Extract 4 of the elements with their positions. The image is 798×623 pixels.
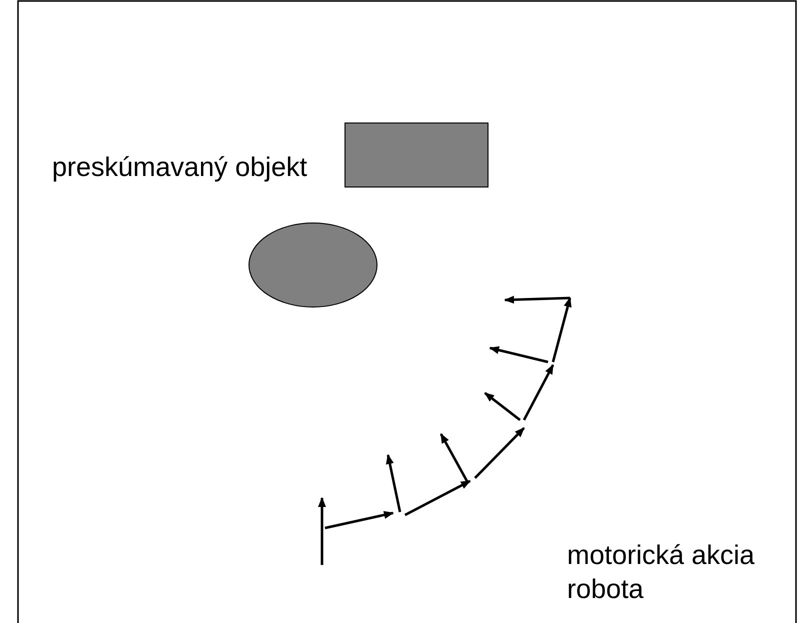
object-ellipse	[248, 222, 378, 308]
object-rectangle	[344, 122, 488, 188]
object-label: preskúmavaný objekt	[52, 151, 308, 184]
action-label: motorická akcia robota	[567, 539, 756, 606]
